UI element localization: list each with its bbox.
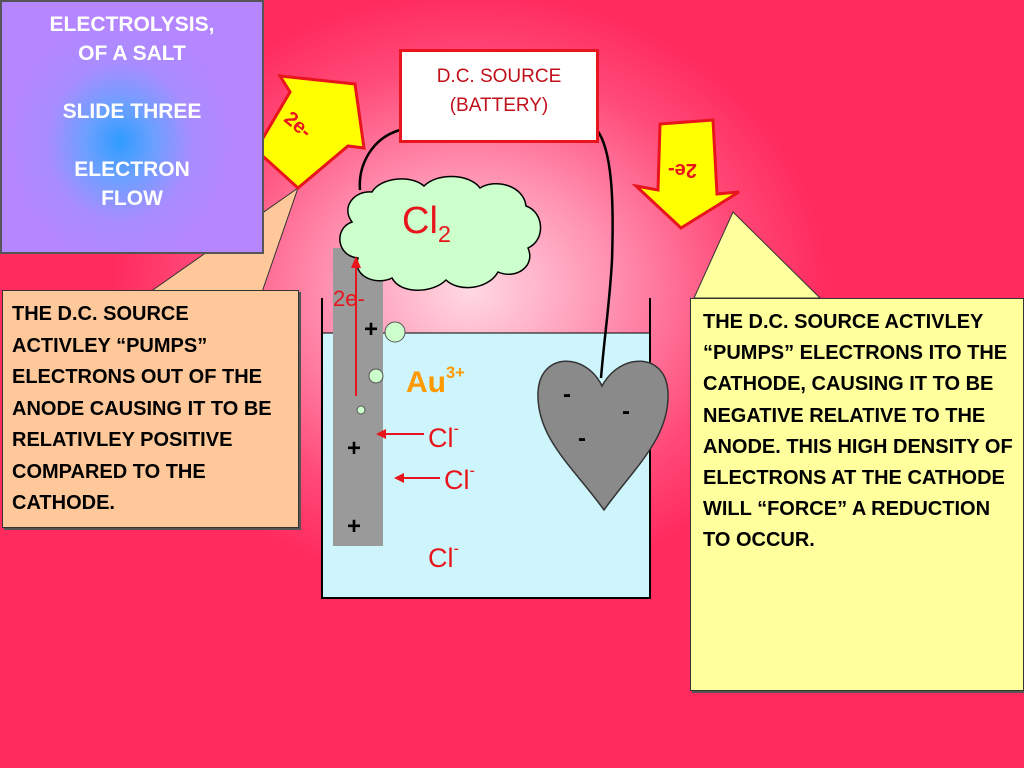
anode-electron-arrowhead xyxy=(351,256,361,268)
cathode-explanation-callout: THE D.C. SOURCE ACTIVLEY “PUMPS” ELECTRO… xyxy=(690,298,1024,691)
title-line: ELECTRON xyxy=(74,158,190,181)
chlorine-gas-cloud xyxy=(339,175,542,291)
dc-source-sublabel: (BATTERY) xyxy=(449,95,549,116)
gas-bubble xyxy=(368,368,384,384)
anode-explanation-callout: THE D.C. SOURCE ACTIVLEY “PUMPS” ELECTRO… xyxy=(2,290,299,528)
anode-positive-sign: + xyxy=(347,513,362,540)
cathode-electrode xyxy=(537,360,669,512)
chloride-arrowhead-1 xyxy=(376,429,386,439)
electron-out-arrow xyxy=(254,74,366,190)
anode-electron-label: 2e- xyxy=(333,286,365,311)
title-line: SLIDE THREE xyxy=(62,100,202,123)
right-callout-pointer xyxy=(693,211,822,299)
title-line: FLOW xyxy=(101,187,163,210)
electron-in-arrow xyxy=(631,118,740,230)
title-line: ELECTROLYSIS, xyxy=(49,13,215,36)
title-line: OF A SALT xyxy=(78,42,186,65)
cathode-wire xyxy=(595,129,614,379)
gas-bubble xyxy=(384,321,406,343)
chloride-ion-label: Cl- xyxy=(428,420,459,453)
dc-source-label: D.C. SOURCE xyxy=(436,66,562,87)
chloride-ion-label: Cl- xyxy=(428,540,459,573)
chloride-ion-label: Cl- xyxy=(444,462,475,495)
cathode-negative-sign: - xyxy=(578,425,586,452)
gold-ion-label: Au3+ xyxy=(406,364,465,399)
slide-title-box: ELECTROLYSIS, OF A SALT SLIDE THREE ELEC… xyxy=(0,0,264,254)
anode-wire xyxy=(358,128,401,191)
anode-positive-sign: + xyxy=(364,316,379,343)
dc-source-box: D.C. SOURCE (BATTERY) xyxy=(399,49,599,143)
chloride-arrowhead-2 xyxy=(394,473,404,483)
cathode-negative-sign: - xyxy=(563,381,571,408)
anode-electrode xyxy=(333,248,383,546)
right-arrow-label: 2e- xyxy=(668,159,697,181)
gas-bubble xyxy=(356,405,366,415)
cathode-negative-sign: - xyxy=(622,398,630,425)
anode-positive-sign: + xyxy=(347,435,362,462)
chlorine-gas-label: Cl2 xyxy=(402,200,451,247)
